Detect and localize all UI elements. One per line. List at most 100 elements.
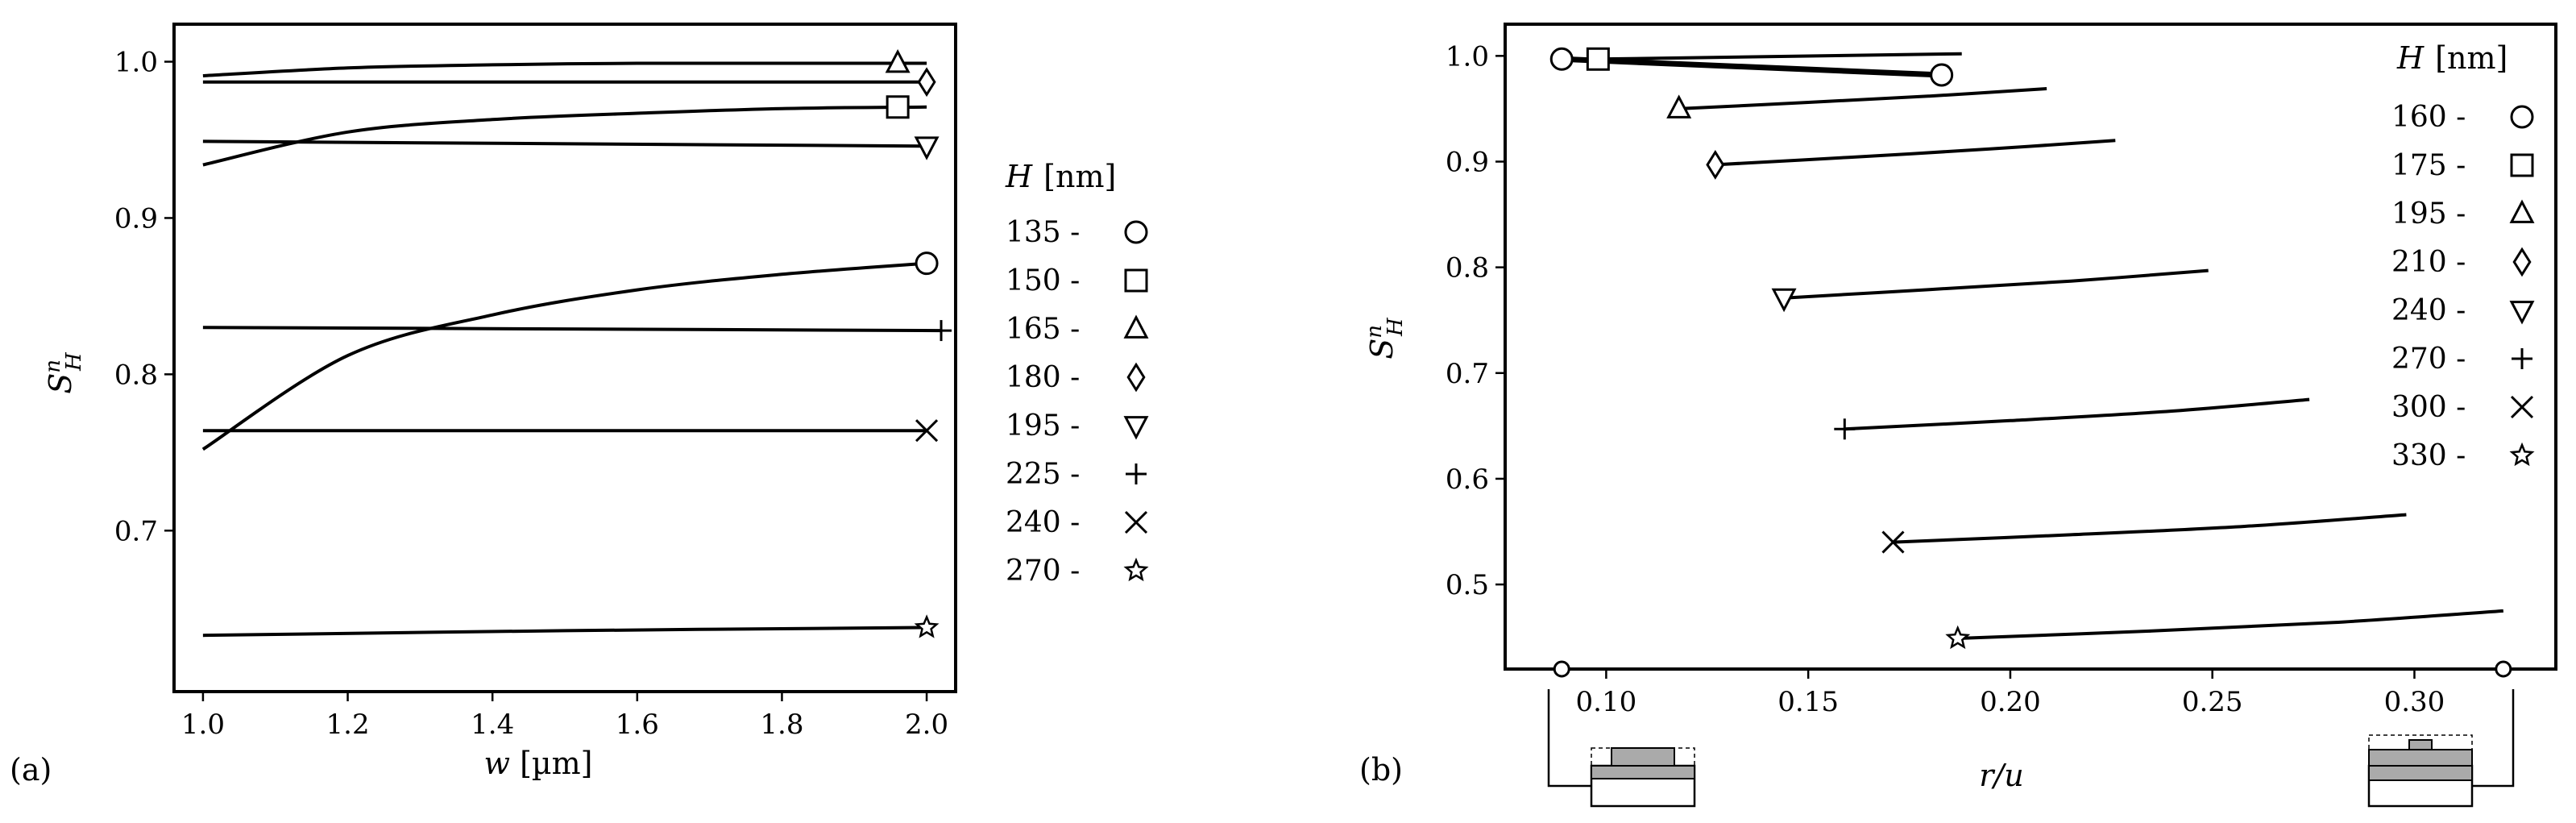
- legend-marker-triangle-up: [1123, 314, 1149, 339]
- series-line-330: [1957, 609, 2503, 640]
- y-tick-label: 0.7: [1446, 358, 1489, 390]
- axis-marker: [2495, 660, 2512, 678]
- y-tick-label: 0.8: [114, 359, 158, 391]
- x-tick-label: 0.10: [1576, 686, 1637, 718]
- plot-frame: [1504, 23, 2557, 671]
- y-tick-label: 0.8: [1446, 252, 1489, 285]
- series-marker-195: [1666, 94, 1692, 118]
- panel-label-a: (a): [10, 752, 52, 788]
- legend-label: 210 -: [2391, 246, 2466, 279]
- legend-marker-x: [1124, 510, 1148, 534]
- panel-label-b: (b): [1359, 752, 1403, 788]
- legend-marker-star: [1123, 557, 1149, 582]
- legend-label: 330 -: [2391, 439, 2466, 472]
- y-tick-label: 0.9: [114, 202, 158, 235]
- series-line-175: [1598, 52, 1962, 61]
- legend-label: 240 -: [1006, 506, 1080, 539]
- x-tick-label: 0.20: [1980, 686, 2041, 718]
- series-marker-165: [885, 48, 911, 73]
- legend-label: 160 -: [2391, 101, 2466, 134]
- y-tick-label: 0.9: [1446, 146, 1489, 178]
- series-line-135: [201, 261, 927, 451]
- series-marker-300: [1881, 530, 1905, 554]
- x-tick-label: 2.0: [905, 709, 948, 741]
- series-marker-270: [914, 614, 940, 638]
- series-marker-270: [1834, 418, 1856, 440]
- legend-label: 300 -: [2391, 391, 2466, 424]
- series-marker-210: [1706, 149, 1725, 180]
- legend-marker-square: [1124, 268, 1148, 293]
- x-axis-b: 0.10 0.15 0.20 0.25 0.30: [1576, 669, 2445, 718]
- series-line-225: [202, 326, 942, 333]
- y-tick-label: 0.5: [1446, 569, 1489, 601]
- x-tick-label: 0.30: [2384, 686, 2445, 718]
- x-tick-label: 1.6: [616, 709, 659, 741]
- legend-label: 270 -: [1006, 555, 1080, 588]
- y-axis-b: 0.5 0.6 0.7 0.8 0.9 1.0: [1446, 40, 1505, 601]
- x-axis-label-b: r/u: [1979, 758, 2023, 793]
- series-line-150: [202, 105, 927, 167]
- legend-label: 175 -: [2391, 149, 2466, 182]
- legend-marker-x: [2510, 395, 2534, 419]
- series-line-240: [1783, 268, 2209, 300]
- legend-marker-plus: [2512, 348, 2532, 369]
- legend-marker-triangle-up: [2509, 199, 2535, 223]
- schematic-small-r-icon: [1547, 689, 1696, 808]
- legend-marker-circle: [2510, 105, 2534, 129]
- x-tick-label: 1.4: [471, 709, 514, 741]
- legend-title-a: H[nm]: [1005, 159, 1116, 194]
- y-tick-label: 1.0: [114, 47, 158, 79]
- series-marker-225: [931, 320, 952, 342]
- legend-marker-circle: [1124, 220, 1148, 244]
- legend-marker-star: [2509, 442, 2535, 467]
- plot-frame: [172, 23, 957, 693]
- x-tick-label: 1.2: [326, 709, 370, 741]
- y-axis-a: 0.7 0.8 0.9 1.0: [114, 47, 174, 547]
- x-axis-a: 1.0 1.2 1.4 1.6 1.8 2.0: [181, 692, 948, 741]
- panel-a: 1.0 1.2 1.4 1.6 1.8 2.0 0.7 0.8 0.9 1.0 w [µm] S…: [10, 23, 1149, 788]
- series-marker-160: [1549, 47, 1574, 71]
- series-line-210: [1715, 139, 2116, 167]
- legend-label: 150 -: [1006, 264, 1080, 297]
- legend-title-b: H[nm]: [2396, 40, 2508, 76]
- series-marker-240: [1771, 288, 1797, 313]
- x-tick-label: 1.0: [181, 709, 225, 741]
- legend-a: 135 -150 -165 -180 -195 -225 -240 -270 -: [1006, 216, 1149, 588]
- legend-marker-triangle-down: [2509, 301, 2535, 325]
- legend-label: 180 -: [1006, 361, 1080, 394]
- legend-label: 270 -: [2391, 343, 2466, 376]
- series-line-270: [202, 626, 927, 638]
- legend-marker-diamond: [1126, 362, 1146, 393]
- series-end-marker-160: [1930, 63, 1954, 87]
- legend-label: 195 -: [2391, 197, 2466, 231]
- x-tick-label: 0.15: [1777, 686, 1839, 718]
- legend-marker-square: [2510, 153, 2534, 177]
- series-marker-240: [915, 419, 939, 443]
- y-tick-label: 1.0: [1446, 40, 1489, 73]
- legend-label: 195 -: [1006, 409, 1080, 443]
- legend-label: 240 -: [2391, 294, 2466, 327]
- series-marker-330: [1945, 625, 1971, 650]
- x-tick-label: 0.25: [2182, 686, 2243, 718]
- schematics-b: [1547, 689, 2515, 808]
- legend-label: 135 -: [1006, 216, 1080, 249]
- plot-area-b: [1504, 23, 2557, 678]
- y-axis-label-b: SnH: [1363, 317, 1408, 360]
- series-marker-175: [1586, 47, 1610, 71]
- series-line-160: [1562, 56, 1942, 78]
- series-line-300: [1893, 513, 2407, 544]
- y-tick-label: 0.6: [1446, 463, 1489, 496]
- y-tick-label: 0.7: [114, 515, 158, 547]
- series-line-195: [202, 139, 927, 148]
- legend-marker-triangle-down: [1123, 416, 1149, 440]
- legend-label: 225 -: [1006, 458, 1080, 491]
- series-line-165: [202, 61, 927, 77]
- series-marker-135: [915, 251, 939, 276]
- x-axis-label-a: w [µm]: [484, 746, 593, 781]
- y-axis-label-a: SnH: [41, 351, 86, 394]
- x-tick-label: 1.8: [760, 709, 803, 741]
- series-line-270: [1844, 397, 2310, 431]
- plot-area-a: [172, 23, 957, 693]
- legend-b: 160 - 175 - 195 - 210 - 240 - 270 - 300 - 330 -: [2391, 101, 2535, 472]
